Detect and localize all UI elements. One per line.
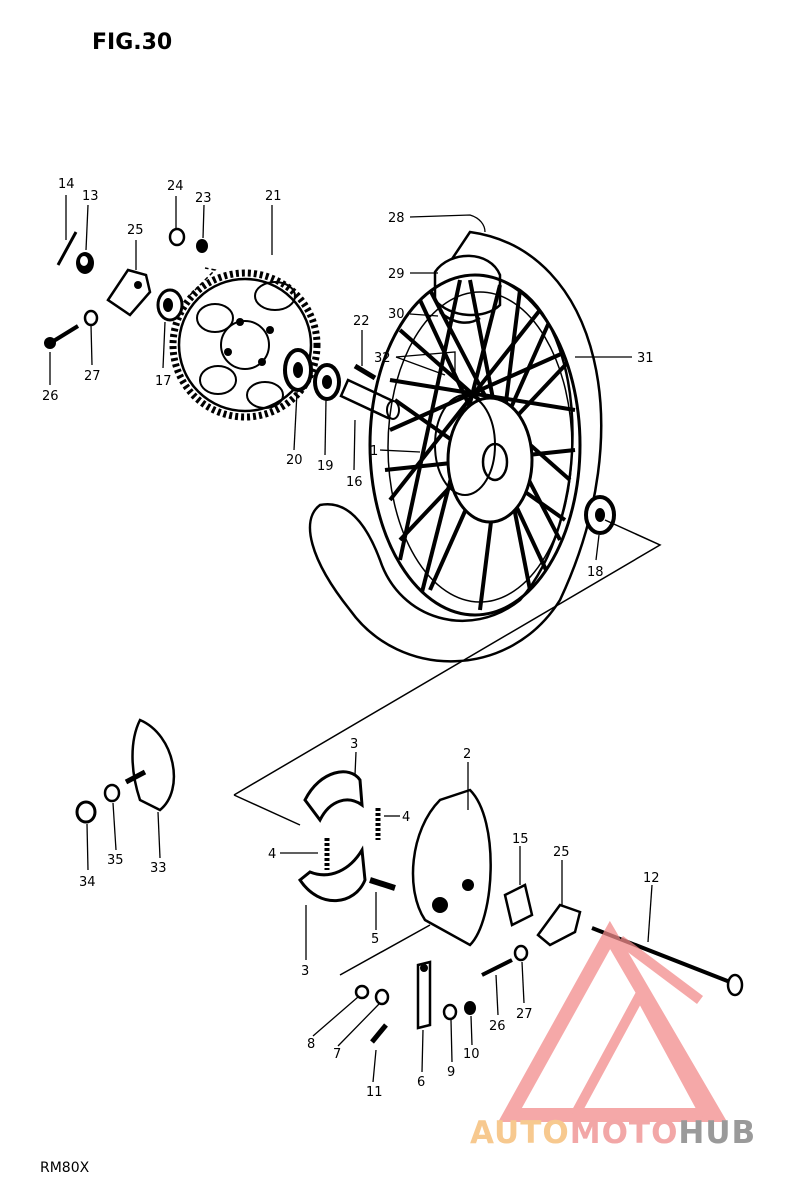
nut-27 [83, 309, 99, 327]
chain-adjuster-25-lower [536, 903, 582, 947]
callout-5: 5 [371, 932, 379, 947]
washer-9-nut-10 [442, 1001, 476, 1021]
washer-23 [196, 239, 208, 253]
nut-24 [168, 227, 186, 247]
brake-shoe-3-lower [297, 845, 367, 903]
cotter-pin-14 [56, 231, 78, 266]
callout-26-top: 26 [42, 389, 59, 404]
callout-23: 23 [195, 191, 212, 206]
leader-lines [49, 195, 653, 1083]
callout-9: 9 [447, 1065, 455, 1080]
callout-7: 7 [333, 1047, 341, 1062]
callout-15: 15 [512, 832, 529, 847]
bearing-19 [313, 363, 341, 401]
bearing-20 [283, 348, 313, 392]
brake-panel-2 [411, 788, 492, 947]
callout-17: 17 [155, 374, 172, 389]
callout-32: 32 [374, 351, 391, 366]
callout-19: 19 [317, 459, 334, 474]
callout-3-lower: 3 [301, 964, 309, 979]
callout-8: 8 [307, 1037, 315, 1052]
bolt-26 [44, 324, 80, 349]
watermark-moto: MOTO [569, 1115, 679, 1151]
inner-tube-29 [433, 254, 502, 317]
stud-22 [353, 363, 377, 381]
callout-27-top: 27 [84, 369, 101, 384]
nut-27-lower [513, 944, 529, 962]
callout-35: 35 [107, 853, 124, 868]
model-code: RM80X [40, 1160, 90, 1176]
callout-16: 16 [346, 475, 363, 490]
bolt-11 [370, 1023, 388, 1044]
callout-25-lower: 25 [553, 845, 570, 860]
brake-arm-6 [416, 960, 432, 1030]
callout-26-lower: 26 [489, 1019, 506, 1034]
wheel-hub-1 [434, 394, 534, 524]
callout-25-top: 25 [127, 223, 144, 238]
bolt-26-lower [481, 958, 513, 977]
callout-1: 1 [370, 444, 378, 459]
watermark-text: AUTOMOTOHUB [470, 1115, 756, 1151]
spacer-15 [503, 883, 534, 927]
nut-34 [75, 800, 97, 824]
callout-33: 33 [150, 861, 167, 876]
washer-35 [103, 783, 121, 803]
callout-3-upper: 3 [350, 737, 358, 752]
callout-2: 2 [463, 747, 471, 762]
callout-10: 10 [463, 1047, 480, 1062]
figure-title: FIG.30 [92, 30, 173, 55]
assembly-guide-lines [189, 267, 662, 976]
watermark-logo-icon [498, 920, 728, 1122]
bearing-18 [584, 495, 616, 535]
callout-14: 14 [58, 177, 75, 192]
callout-12: 12 [643, 871, 660, 886]
brake-shoe-3-upper [303, 770, 364, 823]
rear-sprocket [169, 269, 321, 421]
chain-guard-33 [124, 718, 175, 812]
callout-30: 30 [388, 307, 405, 322]
callout-20: 20 [286, 453, 303, 468]
spacer-17 [156, 288, 184, 322]
callout-21: 21 [265, 189, 282, 204]
callout-18: 18 [587, 565, 604, 580]
washers-7-8 [354, 984, 390, 1006]
brake-cam-5 [369, 877, 396, 891]
nut-13 [76, 252, 94, 274]
callout-6: 6 [417, 1075, 425, 1090]
watermark-auto: AUTO [470, 1115, 570, 1151]
callout-24: 24 [167, 179, 184, 194]
callout-labels: 14 13 24 23 21 25 26 27 17 20 19 16 22 3… [42, 177, 660, 1100]
callout-29: 29 [388, 267, 405, 282]
callout-13: 13 [82, 189, 99, 204]
watermark-hub: HUB [678, 1115, 757, 1151]
callout-11: 11 [366, 1085, 383, 1100]
callout-28: 28 [388, 211, 405, 226]
callout-34: 34 [79, 875, 96, 890]
callout-4-lower: 4 [268, 847, 276, 862]
callout-31: 31 [637, 351, 654, 366]
callout-4-upper: 4 [402, 810, 410, 825]
callout-22: 22 [353, 314, 370, 329]
chain-adjuster-25 [106, 268, 152, 317]
callout-27-lower: 27 [516, 1007, 533, 1022]
